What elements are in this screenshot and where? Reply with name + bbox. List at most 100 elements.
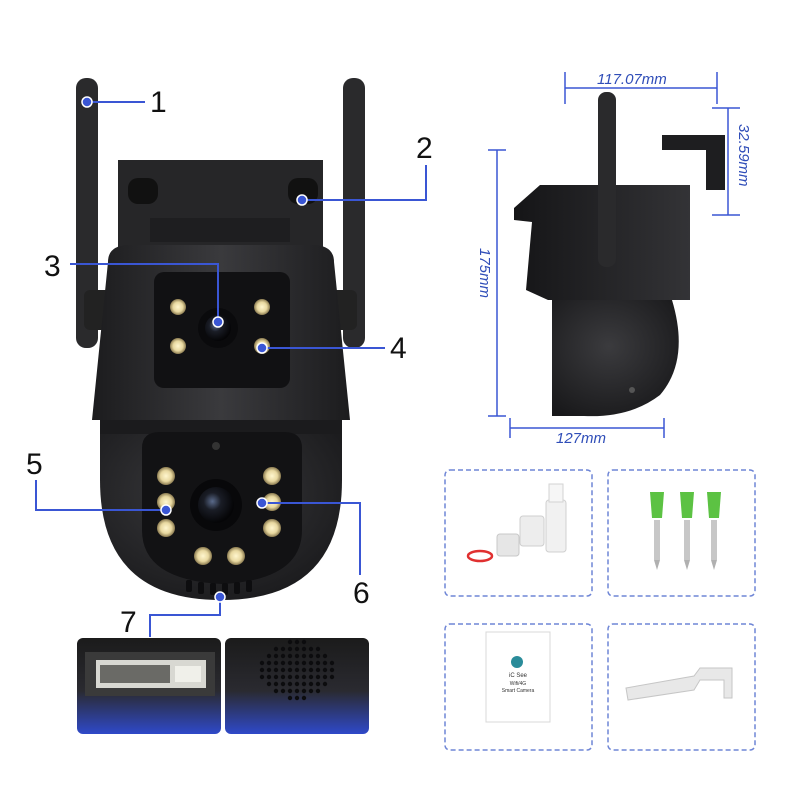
callout-2: 2 bbox=[416, 132, 433, 165]
mic-hole bbox=[273, 688, 279, 694]
mic-hole bbox=[294, 681, 300, 687]
mic-hole bbox=[266, 674, 272, 680]
led-icon bbox=[227, 547, 245, 565]
screw-icon bbox=[650, 492, 721, 570]
mic-hole bbox=[266, 667, 272, 673]
side-antenna bbox=[598, 92, 616, 267]
mic-hole bbox=[294, 660, 300, 666]
mic-hole bbox=[308, 646, 314, 652]
antenna-right bbox=[343, 78, 365, 348]
mic-hole bbox=[322, 674, 328, 680]
callout-3: 3 bbox=[44, 250, 61, 283]
mic-hole bbox=[294, 688, 300, 694]
mic-hole bbox=[322, 681, 328, 687]
dimension-lines bbox=[488, 72, 740, 438]
mic-hole bbox=[273, 653, 279, 659]
mic-hole bbox=[287, 681, 293, 687]
mic-hole bbox=[287, 674, 293, 680]
mic-hole bbox=[308, 660, 314, 666]
mic-hole bbox=[294, 695, 300, 701]
mic-hole bbox=[308, 681, 314, 687]
mic-hole bbox=[259, 660, 265, 666]
mic-hole bbox=[322, 667, 328, 673]
led-icon bbox=[263, 467, 281, 485]
mic-hole bbox=[301, 660, 307, 666]
mic-hole bbox=[280, 674, 286, 680]
mic-hole bbox=[287, 639, 293, 645]
mic-hole bbox=[315, 688, 321, 694]
mic-hole bbox=[301, 653, 307, 659]
bracket-icon bbox=[625, 667, 733, 701]
sd-slot-thumbnail bbox=[77, 638, 221, 734]
lens-icon bbox=[205, 315, 231, 341]
mic-hole bbox=[287, 646, 293, 652]
mic-hole bbox=[315, 681, 321, 687]
mic-hole bbox=[308, 667, 314, 673]
led-icon bbox=[194, 547, 212, 565]
mic-hole bbox=[329, 667, 335, 673]
mic-hole bbox=[315, 660, 321, 666]
anchor-plug-icon bbox=[466, 483, 567, 563]
mic-hole bbox=[280, 660, 286, 666]
mic-hole bbox=[280, 688, 286, 694]
mic-hole bbox=[273, 646, 279, 652]
led-icon bbox=[170, 299, 186, 315]
mic-hole bbox=[308, 653, 314, 659]
mic-hole bbox=[294, 674, 300, 680]
mic-hole bbox=[287, 653, 293, 659]
accessory-box-borders bbox=[444, 469, 756, 751]
dim-width-top: 117.07mm bbox=[597, 71, 667, 88]
led-icon bbox=[263, 519, 281, 537]
mic-hole bbox=[301, 695, 307, 701]
mic-hole bbox=[287, 660, 293, 666]
mic-hole bbox=[329, 660, 335, 666]
mic-hole bbox=[322, 660, 328, 666]
manual-line2: Smart Camera bbox=[502, 688, 535, 694]
mic-hole bbox=[266, 681, 272, 687]
callout-5: 5 bbox=[26, 448, 43, 481]
mic-hole bbox=[266, 653, 272, 659]
mic-hole bbox=[308, 688, 314, 694]
lens-icon bbox=[198, 487, 234, 523]
mic-hole bbox=[301, 681, 307, 687]
mic-hole bbox=[294, 653, 300, 659]
mic-grille-icon bbox=[259, 639, 335, 701]
mic-hole bbox=[315, 674, 321, 680]
mic-hole bbox=[301, 674, 307, 680]
mic-hole bbox=[259, 674, 265, 680]
led-icon bbox=[157, 467, 175, 485]
dim-height: 175mm bbox=[476, 248, 493, 298]
mic-hole bbox=[301, 688, 307, 694]
callout-6: 6 bbox=[353, 577, 370, 610]
mic-hole bbox=[308, 674, 314, 680]
mic-hole bbox=[273, 674, 279, 680]
mic-hole bbox=[301, 646, 307, 652]
speaker-vent bbox=[186, 580, 252, 595]
led-icon bbox=[170, 338, 186, 354]
side-dome bbox=[552, 300, 679, 417]
led-icon bbox=[157, 519, 175, 537]
led-icon bbox=[254, 299, 270, 315]
callout-7: 7 bbox=[120, 606, 137, 639]
side-view: 117.07mm 32.59mm 175mm 127mm bbox=[476, 71, 752, 447]
mic-hole bbox=[322, 653, 328, 659]
mic-hole bbox=[315, 646, 321, 652]
mic-hole bbox=[273, 660, 279, 666]
mic-hole bbox=[294, 639, 300, 645]
manual-icon: iC See Wifi/4G Smart Camera bbox=[485, 631, 551, 723]
mic-thumbnail bbox=[225, 638, 369, 734]
mic-hole bbox=[329, 674, 335, 680]
callout-4: 4 bbox=[390, 332, 407, 365]
mic-hole bbox=[301, 667, 307, 673]
mic-hole bbox=[287, 667, 293, 673]
mic-hole bbox=[301, 639, 307, 645]
antenna-left bbox=[76, 78, 98, 348]
manual-line1: Wifi/4G bbox=[510, 681, 527, 687]
mic-hole bbox=[266, 660, 272, 666]
mic-hole bbox=[294, 646, 300, 652]
dim-width-bottom: 127mm bbox=[556, 430, 606, 447]
mic-hole bbox=[315, 667, 321, 673]
callout-lines bbox=[35, 101, 427, 637]
